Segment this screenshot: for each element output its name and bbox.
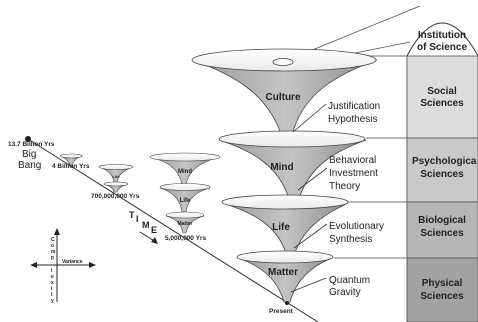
complexity-letter: p: [51, 255, 54, 261]
life-cone-label: Life: [272, 222, 290, 233]
big-bang-years-label: 13.7 Billion Yrs: [8, 141, 55, 148]
complexity-letter: m: [51, 249, 56, 255]
institution-label-line1: Institution: [418, 30, 466, 41]
complexity-letter: o: [51, 243, 54, 249]
complexity-letter: l: [51, 268, 53, 274]
tiny-cone: [59, 153, 83, 167]
matter-theory-line1: Quantum: [329, 275, 370, 286]
theory-labels: Justification Hypothesis Behavioral Inve…: [328, 101, 384, 298]
matter-pointer: [290, 277, 327, 293]
physical-sciences-line1: Physical: [422, 278, 463, 289]
variance-arrow-left: [30, 262, 37, 268]
bang-label: Bang: [18, 160, 41, 171]
complexity-letter: i: [51, 286, 53, 292]
mind-cone-label: Mind: [270, 162, 293, 173]
culture-cone-label: Culture: [266, 92, 301, 103]
mind-cone-mouth: [218, 130, 366, 148]
complexity-letter: y: [51, 298, 54, 304]
culture-pointer: [292, 103, 327, 133]
time-arrow: T I M E: [129, 210, 158, 244]
psychological-sciences-line2: Sciences: [420, 169, 464, 180]
complexity-letter: t: [51, 292, 53, 298]
biological-sciences-line1: Biological: [418, 215, 466, 226]
complexity-label: C o m p l e x i t y: [51, 237, 56, 304]
seven-hundred-million-label: 700,000,000 Yrs: [91, 193, 140, 200]
time-letter-m: M: [142, 220, 150, 230]
middle-matter-label: Matter: [177, 221, 192, 227]
big-bang-dot: [25, 136, 31, 142]
physical-sciences-block: [406, 257, 478, 322]
five-million-label: 5,000,000 Yrs: [165, 235, 206, 242]
complexity-letter: e: [51, 274, 54, 280]
time-letter-t: T: [129, 210, 135, 220]
culture-theory-line2: Hypothesis: [328, 114, 377, 125]
time-letter-i: I: [136, 214, 139, 224]
complexity-letter: x: [51, 280, 54, 286]
time-letter-e: E: [151, 225, 157, 235]
mind-pointer: [297, 167, 328, 191]
matter-cone-label: Matter: [268, 267, 298, 278]
big-label: Big: [22, 149, 36, 160]
life-theory-line1: Evolutionary: [329, 221, 384, 232]
matter-theory-line2: Gravity: [329, 287, 361, 298]
complexity-arrow-up: [54, 228, 60, 235]
matter-cone: Matter: [236, 250, 334, 305]
culture-cone-inner: [272, 58, 294, 66]
culture-cone: Culture: [191, 48, 378, 141]
life-cone: Life: [221, 194, 349, 257]
social-sciences-block: [406, 55, 478, 139]
mind-theory-line1: Behavioral: [329, 155, 376, 166]
timeline-line: [27, 138, 319, 322]
mind-theory-line3: Theory: [329, 181, 360, 192]
life-theory-line2: Synthesis: [329, 234, 372, 245]
psychological-sciences-block: [406, 137, 478, 203]
life-cone-mouth: [221, 194, 349, 210]
biological-sciences-line2: Sciences: [420, 228, 464, 239]
four-billion-label: 4 Billion Yrs: [52, 163, 90, 170]
institution-label-line2: of Science: [417, 42, 467, 53]
small-life-label: Life: [112, 174, 120, 179]
mind-theory-line2: Investment: [329, 168, 378, 179]
life-pointer: [293, 223, 328, 249]
matter-cone-mouth: [236, 250, 334, 264]
middle-mind-label: Mind: [178, 169, 192, 175]
axes-legend: Variance C o m p l e x i t y: [30, 228, 96, 304]
present-dot: [285, 301, 289, 305]
mind-cone: Mind: [218, 130, 367, 203]
time-arrow-head: [151, 237, 158, 244]
social-sciences-line2: Sciences: [420, 98, 464, 109]
psychological-sciences-line1: Psychologica: [412, 156, 477, 167]
culture-theory-line1: Justification: [328, 101, 380, 112]
middle-life-label: Life: [180, 198, 191, 204]
small-cone-stack: Life: [98, 164, 134, 193]
science-blocks: Social Sciences Psychologica Sciences Bi…: [406, 55, 478, 322]
physical-sciences-line2: Sciences: [420, 291, 464, 302]
social-sciences-line1: Social: [427, 86, 457, 97]
institution-dome: [406, 22, 478, 57]
biological-sciences-block: [406, 201, 478, 259]
middle-cone-stack: Mind Life Matter: [149, 152, 221, 234]
complexity-letter: C: [51, 237, 55, 243]
present-label: Present: [269, 308, 294, 315]
variance-arrow-right: [89, 262, 96, 268]
variance-label: Variance: [62, 259, 83, 265]
timeline-labels: 13.7 Billion Yrs Big Bang 4 Billion Yrs …: [8, 141, 294, 315]
theory-pointers: [290, 103, 328, 293]
